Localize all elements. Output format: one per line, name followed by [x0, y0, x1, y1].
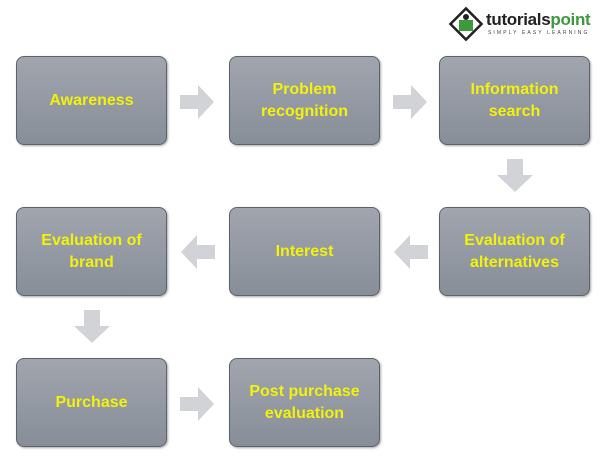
arrow-left-icon: [181, 235, 215, 269]
step-evaluation-of-brand: Evaluation of brand: [16, 207, 167, 296]
step-post-purchase-evaluation: Post purchase evaluation: [229, 358, 380, 447]
arrow-down-icon: [74, 310, 110, 343]
arrow-right-icon: [180, 387, 214, 421]
arrow-left-icon: [394, 235, 428, 269]
arrow-down-icon: [497, 159, 533, 192]
arrow-right-icon: [180, 85, 214, 119]
step-evaluation-of-alternatives: Evaluation of alternatives: [439, 207, 590, 296]
logo-tagline: SIMPLY EASY LEARNING: [488, 30, 590, 36]
step-information-search: Information search: [439, 56, 590, 145]
step-awareness: Awareness: [16, 56, 167, 145]
step-problem-recognition: Problem recognition: [229, 56, 380, 145]
step-interest: Interest: [229, 207, 380, 296]
tutorialspoint-logo: tutorialspoint SIMPLY EASY LEARNING: [448, 6, 598, 42]
logo-name-accent: point: [550, 10, 591, 29]
arrow-right-icon: [393, 85, 427, 119]
logo-name: tutorials: [486, 10, 551, 29]
step-purchase: Purchase: [16, 358, 167, 447]
logo-icon: [448, 6, 484, 42]
